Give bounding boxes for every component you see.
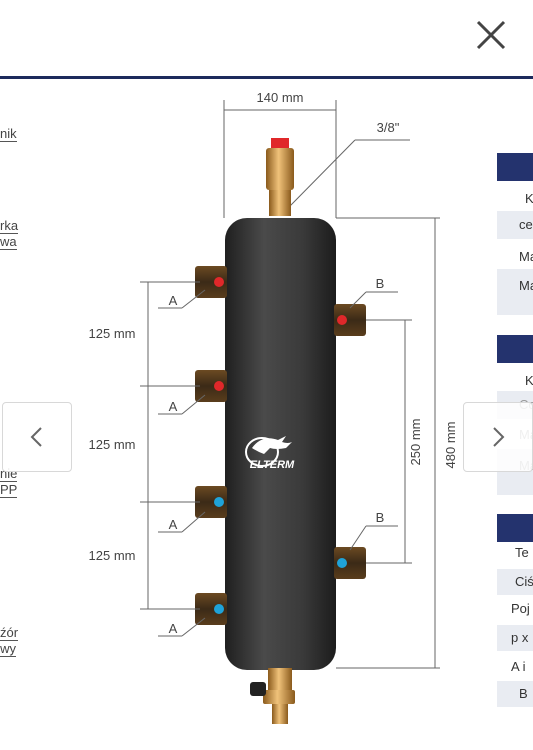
spec-cell: Ma — [519, 249, 533, 264]
dim-a-spacing-label: 125 mm — [89, 326, 136, 341]
left-fragment: źór — [0, 625, 19, 641]
port-b-2 — [334, 547, 366, 579]
spec-cell: Poj — [511, 601, 530, 616]
port-a-label: A — [169, 621, 178, 636]
hydraulic-separator-diagram: 140 mm 3/8" 480 mm 250 mm — [89, 90, 458, 724]
spec-cell: A i — [511, 659, 526, 674]
brand-name: ELTERM — [250, 459, 295, 471]
top-bar — [0, 0, 533, 78]
spec-cell: K — [525, 373, 533, 388]
port-b-1 — [334, 304, 366, 336]
previous-image-button[interactable] — [2, 402, 72, 472]
port-a-label: A — [169, 293, 178, 308]
port-a-4 — [195, 593, 227, 625]
port-b-label: B — [376, 510, 385, 525]
close-icon — [476, 20, 506, 50]
left-fragment: nik — [0, 126, 17, 142]
spec-cell: ce — [497, 211, 533, 239]
dim-thread-label: 3/8" — [377, 120, 400, 135]
spec-cell: B — [497, 681, 533, 707]
spec-cell: Ciś — [497, 569, 533, 595]
spec-cell: p x — [497, 625, 533, 651]
image-viewer: nik rka wa nie PP źór wy — [0, 79, 533, 750]
left-fragment: PP — [0, 482, 18, 498]
spec-cell: Ma — [497, 269, 533, 315]
dim-a-spacing-label: 125 mm — [89, 548, 136, 563]
left-fragment: wy — [0, 641, 16, 657]
spec-cell: K — [525, 191, 533, 206]
chevron-right-icon — [493, 427, 505, 447]
dim-b-spacing-label: 250 mm — [408, 419, 423, 466]
dim-width-label: 140 mm — [257, 90, 304, 105]
close-button[interactable] — [470, 14, 512, 56]
dim-height-label: 480 mm — [443, 422, 458, 469]
left-fragment: wa — [0, 234, 17, 250]
dim-a-spacing-label: 125 mm — [89, 437, 136, 452]
drain-valve-icon — [250, 668, 295, 724]
spec-header — [497, 514, 533, 542]
left-fragment: rka — [0, 218, 19, 234]
port-a-label: A — [169, 399, 178, 414]
spec-cell: Te — [515, 545, 529, 560]
air-vent-icon — [266, 138, 294, 216]
header-divider — [0, 76, 533, 79]
port-b-label: B — [376, 276, 385, 291]
port-a-1 — [195, 266, 227, 298]
port-a-label: A — [169, 517, 178, 532]
spec-header — [497, 153, 533, 181]
elterm-logo: ELTERM — [245, 436, 295, 471]
spec-header — [497, 335, 533, 363]
port-a-2 — [195, 370, 227, 402]
chevron-left-icon — [30, 427, 42, 447]
port-a-3 — [195, 486, 227, 518]
next-image-button[interactable] — [463, 402, 533, 472]
